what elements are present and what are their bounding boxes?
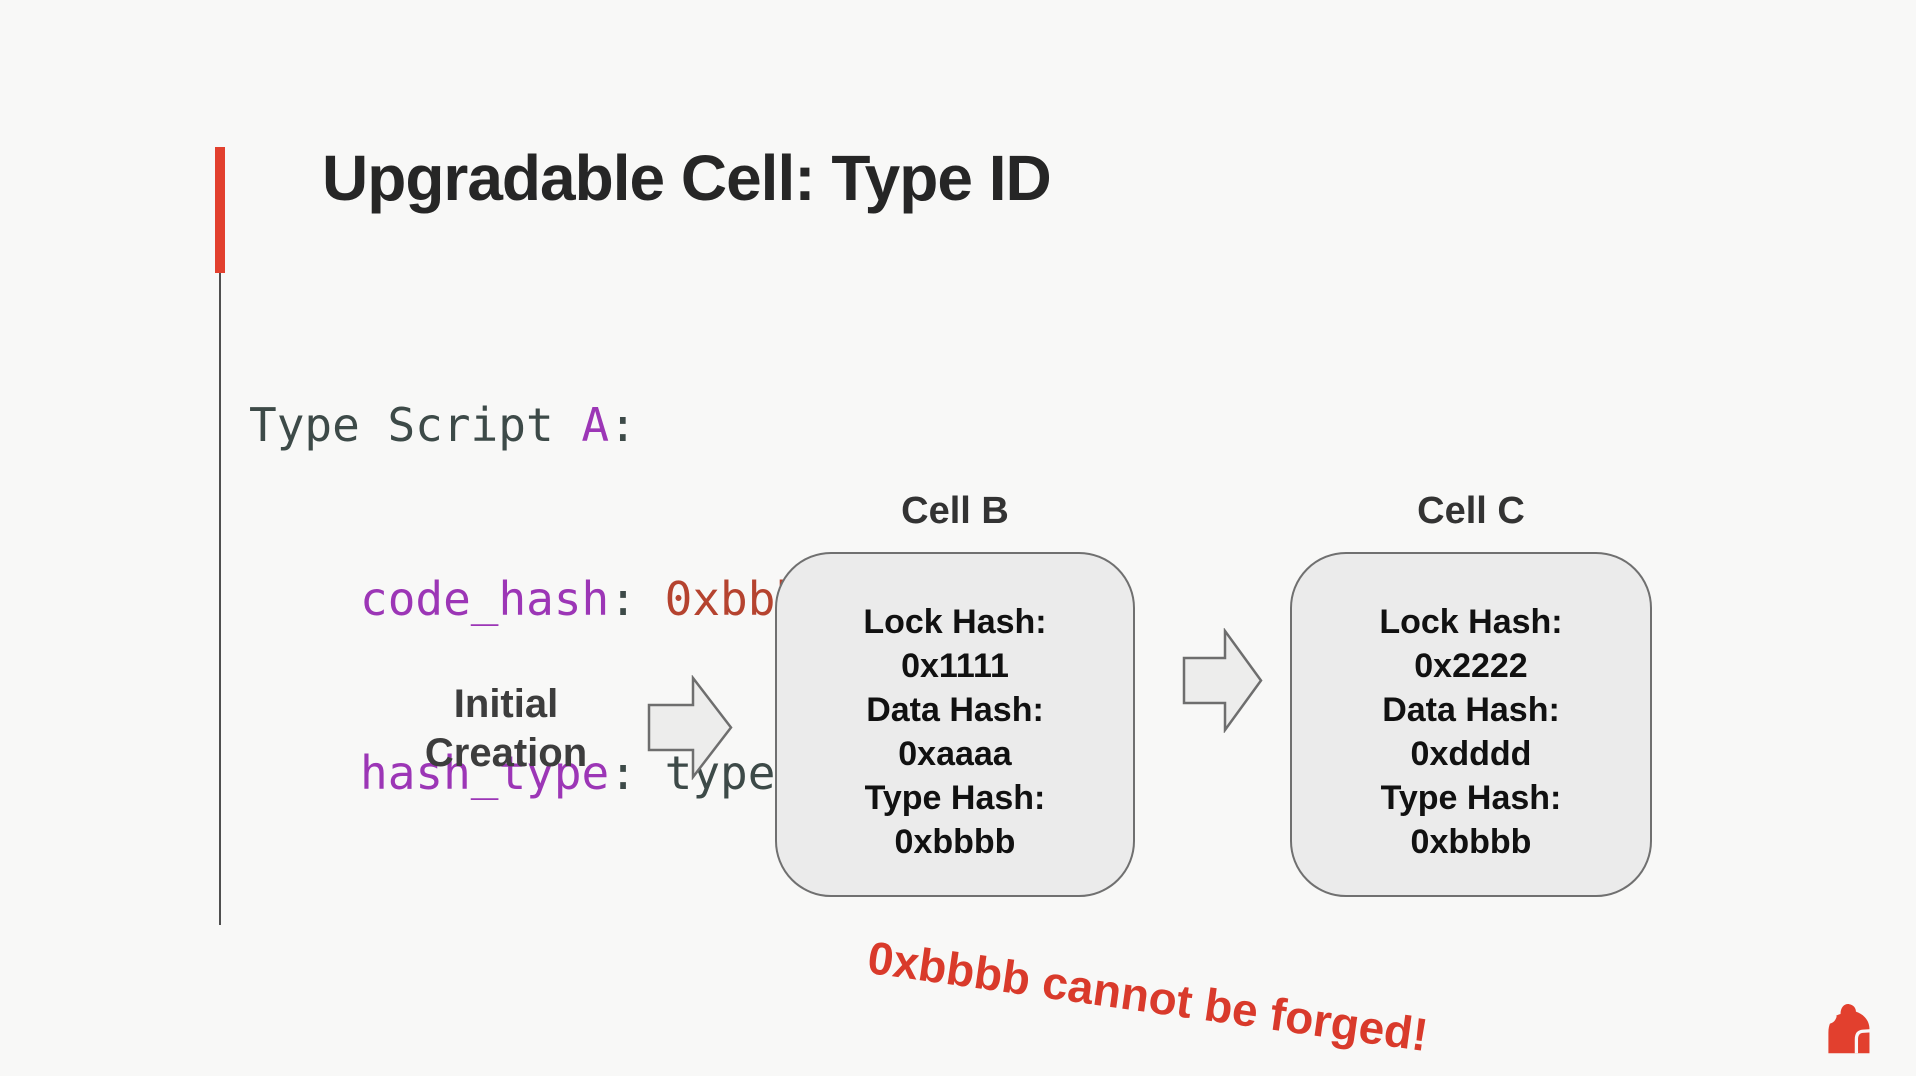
cell-c-lock-hash-label: Lock Hash: [1379, 602, 1563, 641]
warning-note: 0xbbbb cannot be forged! [864, 930, 1432, 1062]
cell-c-title: Cell C [1417, 490, 1525, 532]
initial-creation-label: Initial Creation [400, 680, 612, 778]
page-title: Upgradable Cell: Type ID [322, 142, 1052, 214]
code-key: code_hash [360, 572, 610, 626]
cell-c-lock-hash-value: 0x2222 [1414, 646, 1528, 685]
left-guide-line [219, 273, 221, 925]
cell-b-type-hash-value: 0xbbbb [894, 822, 1016, 861]
code-text: Type Script [249, 398, 582, 452]
cell-b-box: Lock Hash: 0x1111 Data Hash: 0xaaaa Type… [775, 552, 1135, 897]
code-colon: : [609, 398, 637, 452]
code-line-hash-type: hash_type: type [249, 744, 831, 802]
code-line-type-script: Type Script A: [249, 396, 831, 454]
gorilla-logo-icon [1826, 1004, 1871, 1054]
code-line-code-hash: code_hash: 0xbbbb [249, 570, 831, 628]
code-colon: : [609, 746, 665, 800]
code-key: hash_type [360, 746, 610, 800]
cell-b-type-hash-label: Type Hash: [864, 778, 1046, 817]
code-value: type [664, 746, 776, 800]
right-block-arrow-icon [647, 675, 733, 780]
code-variable: A [581, 398, 610, 452]
cell-c-box: Lock Hash: 0x2222 Data Hash: 0xdddd Type… [1290, 552, 1652, 897]
cell-b-data-hash-label: Data Hash: [866, 690, 1044, 729]
cell-b-lock-hash-value: 0x1111 [901, 646, 1009, 685]
cell-c-type-hash-label: Type Hash: [1380, 778, 1562, 817]
initial-creation-line2: Creation [424, 731, 588, 775]
cell-c-type-hash-value: 0xbbbb [1410, 822, 1532, 861]
code-colon: : [609, 572, 665, 626]
cell-c-data-hash-label: Data Hash: [1382, 690, 1560, 729]
right-block-arrow-icon [1182, 628, 1263, 733]
cell-b-lock-hash-label: Lock Hash: [863, 602, 1047, 641]
cell-b-data-hash-value: 0xaaaa [898, 734, 1012, 773]
code-block: Type Script A: code_hash: 0xbbbb hash_ty… [249, 280, 831, 918]
title-accent-bar [215, 147, 225, 273]
initial-creation-line1: Initial [453, 682, 559, 726]
cell-b-title: Cell B [901, 490, 1009, 532]
cell-c-data-hash-value: 0xdddd [1410, 734, 1532, 773]
